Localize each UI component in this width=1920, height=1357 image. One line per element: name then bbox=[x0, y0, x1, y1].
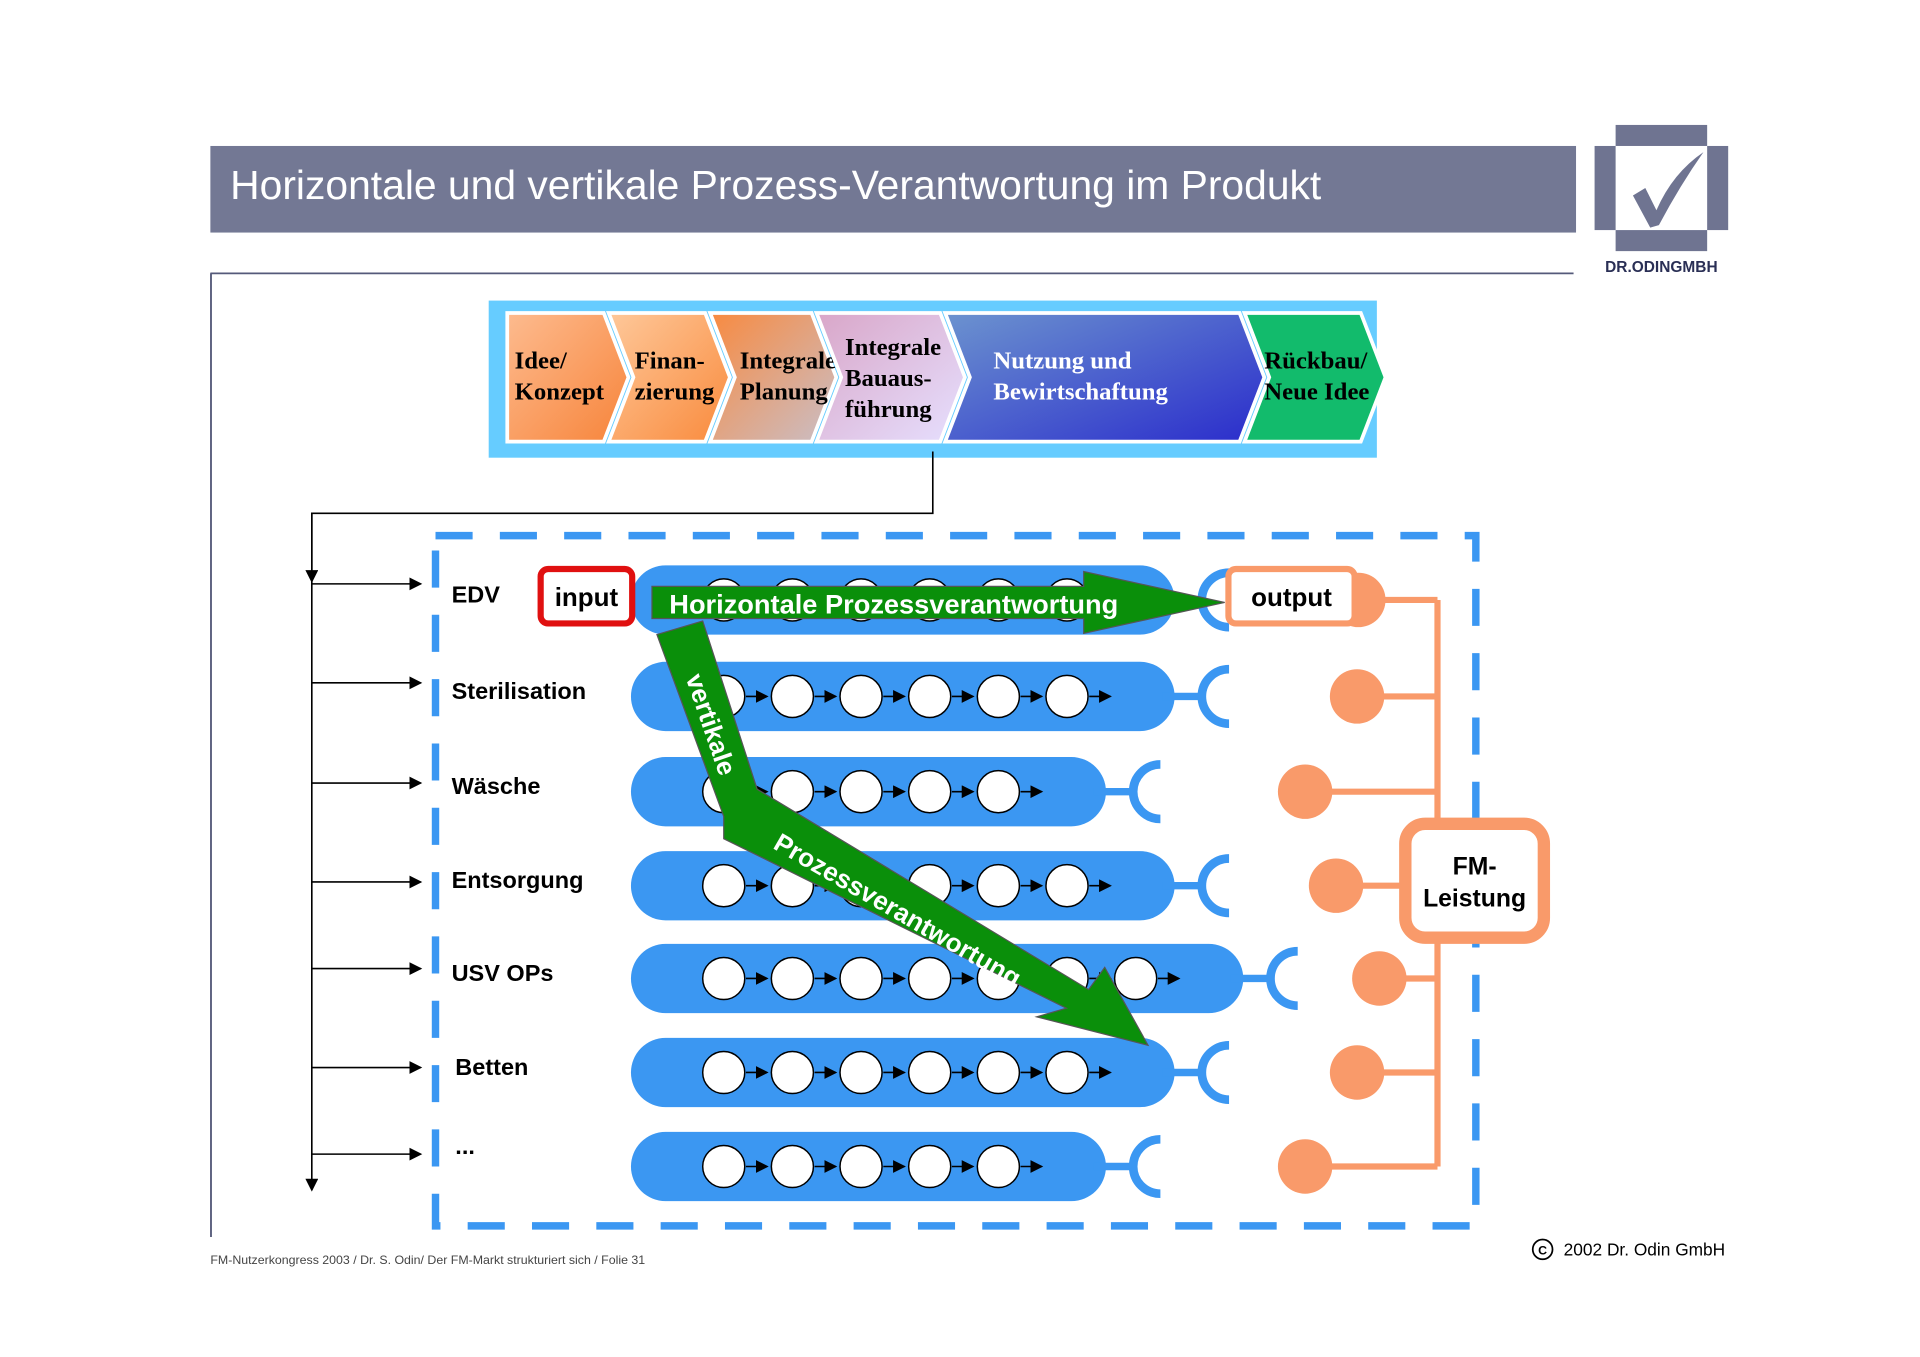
process-step bbox=[701, 863, 746, 908]
horizontal-arrow-label: Horizontale Prozessverantwortung bbox=[669, 589, 1118, 620]
phase-label: Neue Idee bbox=[1264, 379, 1369, 406]
socket-icon bbox=[1197, 1040, 1230, 1105]
process-step bbox=[701, 1050, 746, 1095]
phase-label: Idee/ bbox=[515, 348, 568, 375]
svg-text:Leistung: Leistung bbox=[1423, 886, 1526, 913]
phase-0: Idee/Konzept bbox=[505, 311, 631, 444]
process-step bbox=[839, 956, 883, 1001]
phase-1: Finan-zierung bbox=[605, 311, 732, 444]
lane-label: Betten bbox=[455, 1054, 528, 1080]
fm-node bbox=[1329, 1045, 1385, 1100]
process-step bbox=[907, 1144, 952, 1189]
fm-node bbox=[1329, 669, 1385, 724]
process-step bbox=[839, 1144, 883, 1189]
svg-text:C: C bbox=[1538, 1243, 1547, 1257]
phase-label: zierung bbox=[635, 379, 715, 406]
process-lane: Wäsche bbox=[452, 757, 1438, 827]
phase-label: Konzept bbox=[515, 379, 605, 406]
fm-node bbox=[1352, 951, 1407, 1006]
process-step bbox=[907, 674, 952, 719]
process-step bbox=[1045, 674, 1089, 719]
process-step bbox=[839, 674, 883, 719]
process-step bbox=[770, 1144, 815, 1189]
process-step bbox=[770, 674, 815, 719]
phase-label: führung bbox=[845, 396, 932, 423]
fm-node bbox=[1308, 858, 1364, 913]
output-label: output bbox=[1251, 582, 1332, 612]
phase-label: Integrale bbox=[740, 348, 836, 375]
process-step bbox=[1045, 863, 1089, 908]
title-bar bbox=[210, 145, 1577, 233]
lane-label: ... bbox=[455, 1133, 475, 1159]
horizontal-arrow bbox=[651, 570, 1225, 635]
phase-bar: Idee/KonzeptFinan-zierungIntegralePlanun… bbox=[505, 311, 1388, 444]
process-lane: ... bbox=[455, 1131, 1438, 1202]
lane-label: Wäsche bbox=[452, 773, 541, 799]
process-step bbox=[701, 1144, 746, 1189]
process-step bbox=[770, 956, 815, 1001]
process-step bbox=[976, 769, 1021, 814]
phase-label: Integrale bbox=[845, 334, 941, 361]
phase-label: Rückbau/ bbox=[1264, 348, 1368, 375]
lane-label: USV OPs bbox=[452, 960, 554, 986]
lane-label: EDV bbox=[452, 581, 501, 607]
process-step bbox=[1045, 1050, 1089, 1095]
fm-node bbox=[1277, 764, 1333, 819]
process-step bbox=[976, 1050, 1021, 1095]
copyright-icon bbox=[1531, 1238, 1554, 1261]
footer-left: FM-Nutzerkongress 2003 / Dr. S. Odin/ De… bbox=[210, 1253, 645, 1267]
socket-icon bbox=[1197, 664, 1230, 728]
page-title: Horizontale und vertikale Prozess-Verant… bbox=[230, 162, 1322, 208]
phase-label: Bauaus- bbox=[845, 365, 932, 392]
output-box bbox=[1225, 565, 1358, 627]
svg-text:FM-: FM- bbox=[1453, 854, 1497, 881]
process-step bbox=[907, 769, 952, 814]
company-logo: DR.ODINGMBH bbox=[1594, 124, 1729, 276]
lane-label: Entsorgung bbox=[452, 867, 584, 893]
process-lane: Sterilisation bbox=[452, 661, 1438, 732]
input-label: input bbox=[555, 582, 619, 612]
process-step bbox=[701, 956, 746, 1001]
svg-text:DR.ODINGMBH: DR.ODINGMBH bbox=[1605, 259, 1717, 276]
socket-icon bbox=[1266, 946, 1298, 1011]
phase-5: Rückbau/Neue Idee bbox=[1241, 311, 1388, 444]
feed-line bbox=[305, 451, 934, 1192]
socket-icon bbox=[1128, 760, 1161, 824]
input-box bbox=[537, 565, 636, 627]
footer-right: 2002 Dr. Odin GmbH bbox=[1564, 1240, 1726, 1260]
socket-icon bbox=[1197, 854, 1230, 918]
process-step bbox=[907, 956, 952, 1001]
process-step bbox=[976, 863, 1021, 908]
phase-label: Nutzung und bbox=[993, 348, 1131, 375]
process-step bbox=[770, 1050, 815, 1095]
fm-leistung-box bbox=[1399, 817, 1551, 944]
process-step bbox=[976, 674, 1021, 719]
process-step bbox=[907, 1050, 952, 1095]
phase-label: Finan- bbox=[635, 348, 705, 375]
checkmark-icon bbox=[1632, 152, 1704, 228]
phase-label: Bewirtschaftung bbox=[993, 379, 1168, 406]
lane-label: Sterilisation bbox=[452, 678, 587, 704]
process-lane: Betten bbox=[455, 1037, 1438, 1108]
vertical-arrow bbox=[656, 620, 1150, 1047]
process-step bbox=[839, 1050, 883, 1095]
process-step bbox=[1113, 956, 1158, 1001]
process-step bbox=[839, 769, 883, 814]
phase-label: Planung bbox=[740, 379, 829, 406]
fm-node bbox=[1277, 1139, 1333, 1194]
process-step bbox=[976, 1144, 1021, 1189]
socket-icon bbox=[1128, 1134, 1161, 1199]
